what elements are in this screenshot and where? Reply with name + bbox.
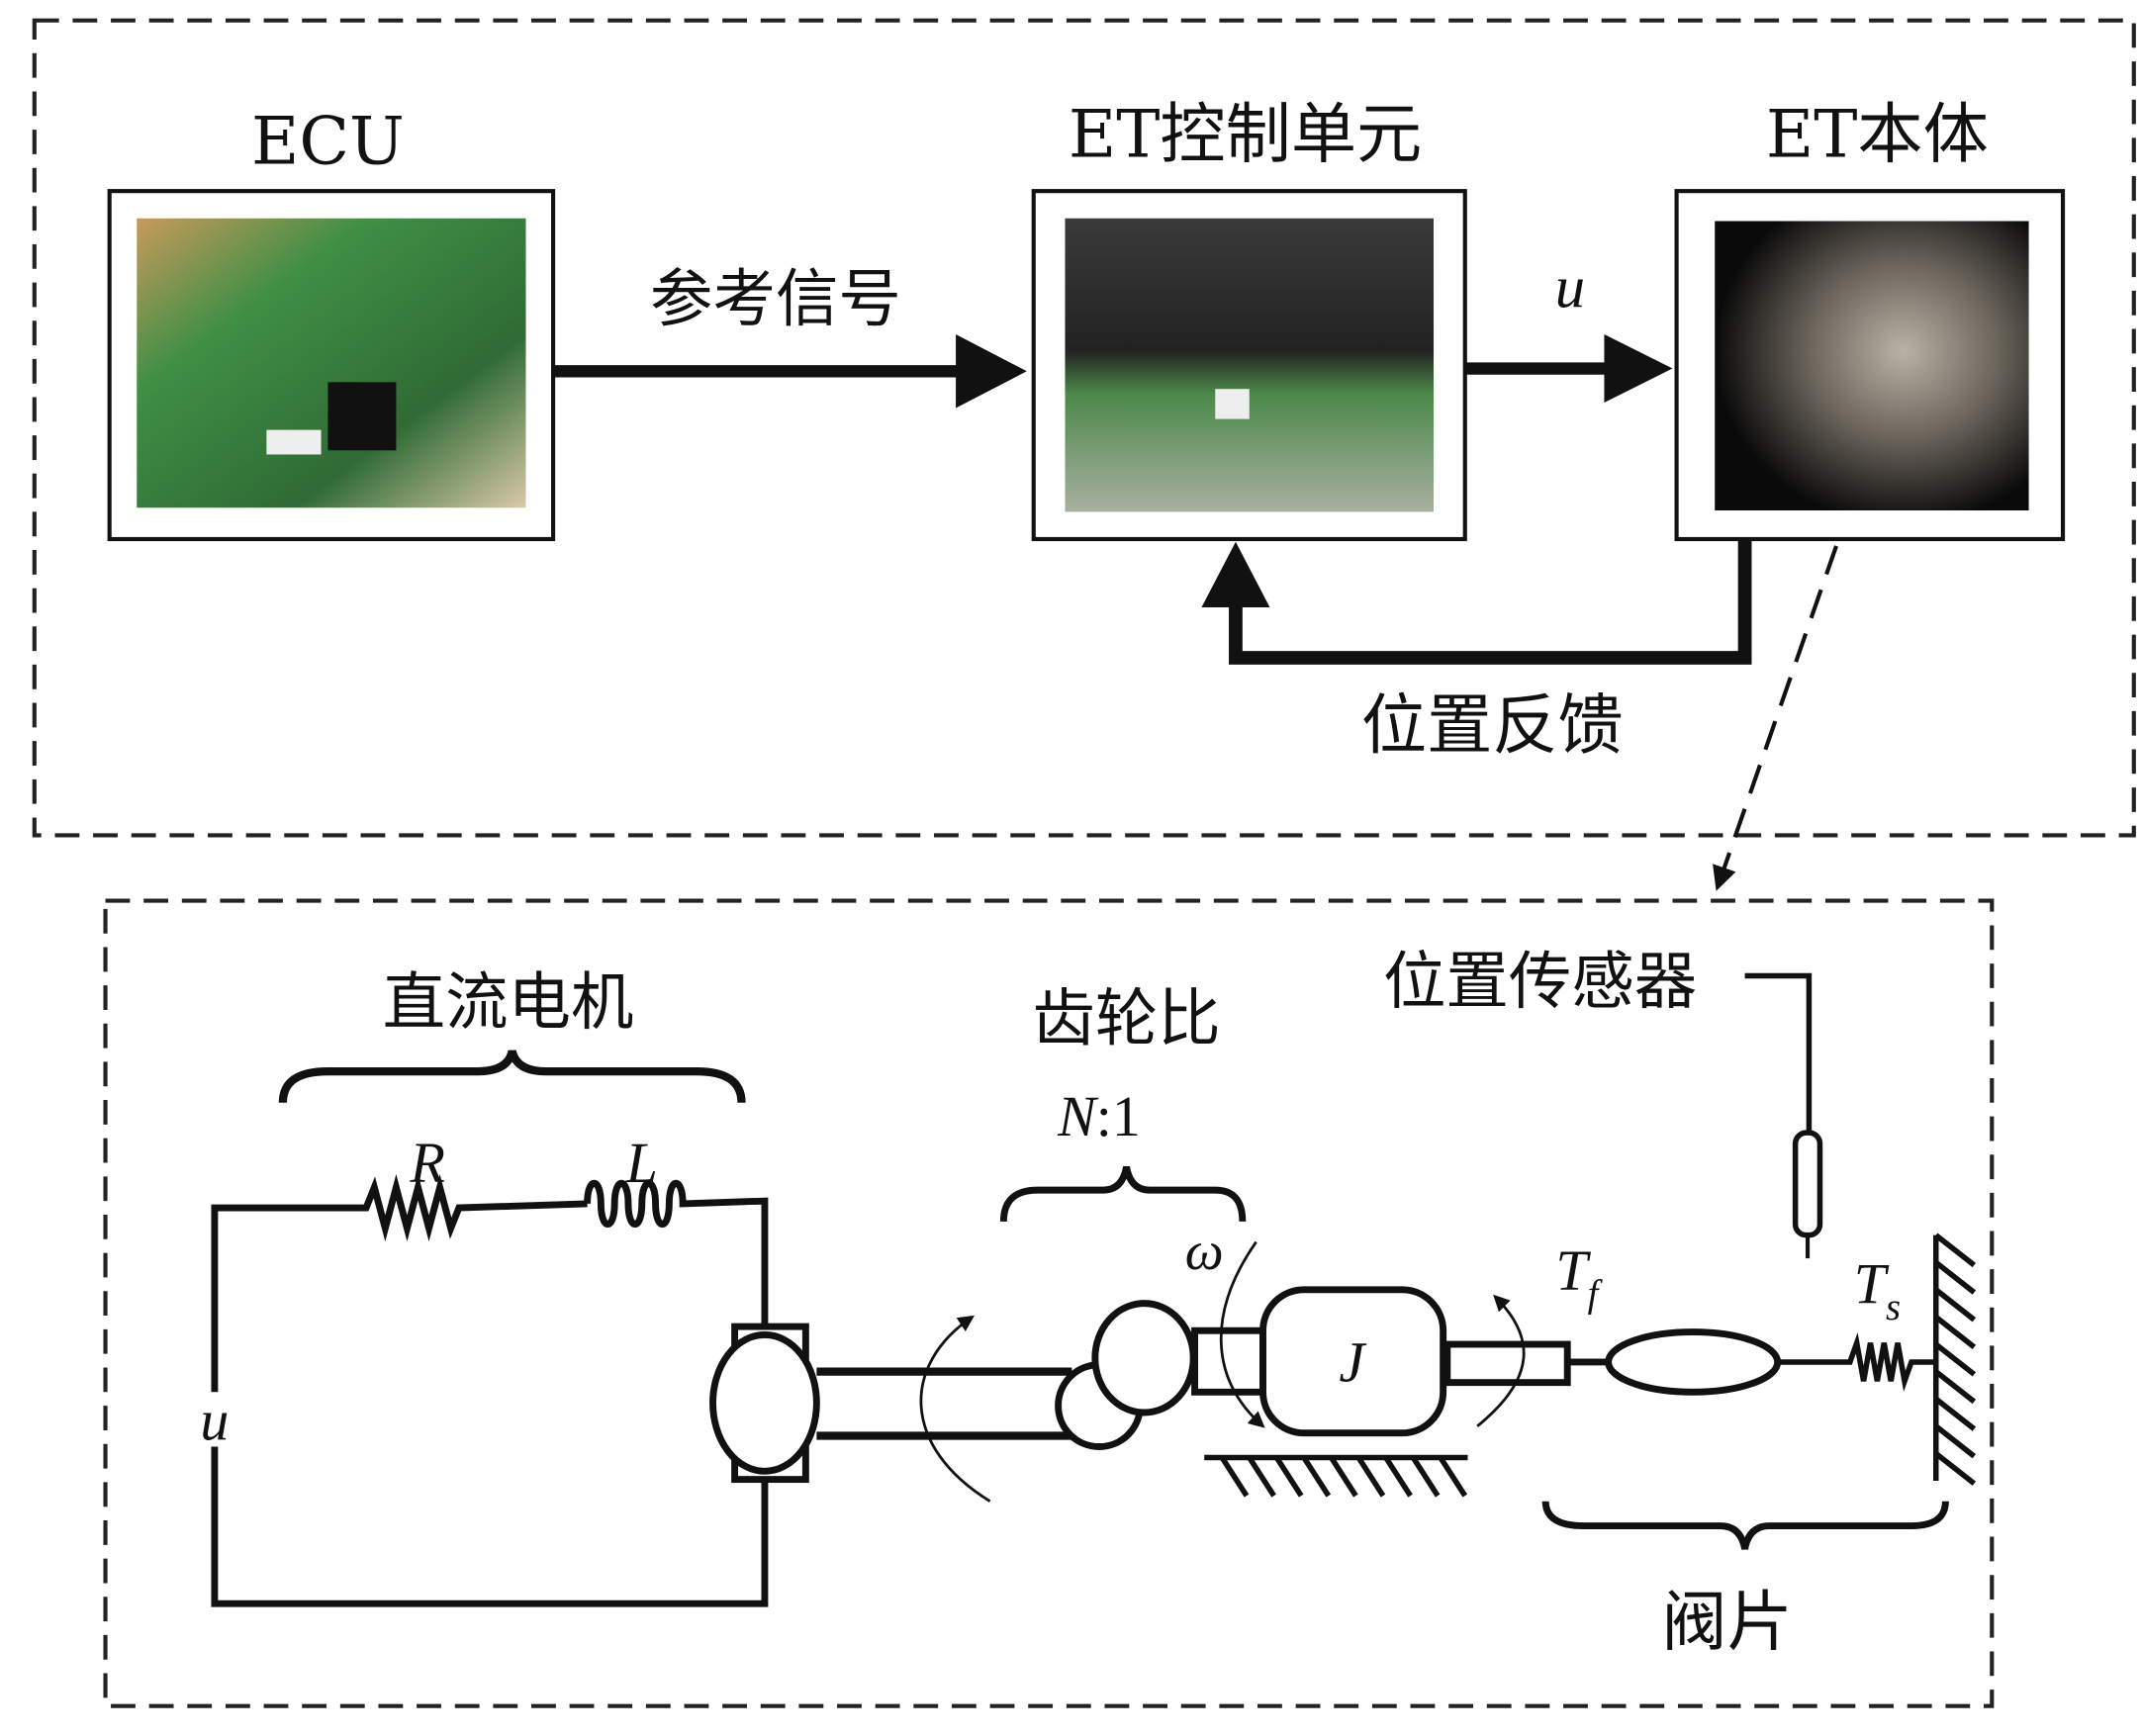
et-body-label: ET本体 [1766,97,1989,173]
output-shaft [1443,1340,1571,1387]
motor-shaft [816,1367,1072,1440]
position-sensor-probe [1792,1130,1823,1238]
ecu-label: ECU [251,104,405,180]
control-unit-photo [1065,218,1435,512]
throttle-photo [1715,221,2029,511]
gear-brace [999,1165,1247,1223]
position-sensor-label: 位置传感器 [1383,945,1697,1018]
inertia-j-label: J [1339,1329,1366,1394]
control-signal-u-label: u [1555,254,1585,320]
valve-plate-label: 阀片 [1661,1585,1792,1661]
motor-symbol [709,1323,820,1484]
inductor-coil [584,1180,769,1331]
control-output-arrow [1464,334,1673,404]
gear-ratio-label: 齿轮比 [1032,981,1220,1054]
omega-rotation-arrow [1219,1240,1265,1428]
voltage-u-label: u [200,1389,229,1453]
friction-torque-label: Tf [1555,1238,1603,1316]
return-spring [1777,1331,1936,1392]
spring-torque-label: Ts [1854,1252,1901,1329]
ecu-block [107,189,556,542]
friction-torque-arrow [1476,1294,1526,1427]
motor-brace [278,1050,746,1104]
mechanism-boundary-bottom [103,898,1995,1708]
motor-rotation-arrow [919,1315,991,1503]
inertia-block [1259,1286,1447,1437]
ratio-n-label: N:1 [1057,1084,1141,1148]
omega-label: ω [1185,1221,1224,1281]
feedback-arrow [1201,538,1752,665]
gear-pair [1055,1300,1266,1450]
system-boundary-top [32,18,2136,838]
valve-plate [1605,1328,1782,1396]
control-unit-block [1031,189,1467,542]
dc-motor-label: 直流电机 [383,965,634,1039]
et-body-block [1674,189,2066,542]
reference-signal-arrow [553,334,1027,409]
reference-signal-label: 参考信号 [650,262,901,335]
motor-circuit [211,1173,769,1607]
control-unit-label: ET控制单元 [1069,97,1422,173]
ecu-photo [137,218,526,508]
valve-brace [1541,1501,1949,1550]
detail-link-arrow [1713,545,1838,891]
ground-hatch [1204,1454,1468,1498]
sensor-lead [1744,972,1813,1134]
fixed-wall [1932,1233,1977,1486]
position-feedback-label: 位置反馈 [1361,687,1624,764]
